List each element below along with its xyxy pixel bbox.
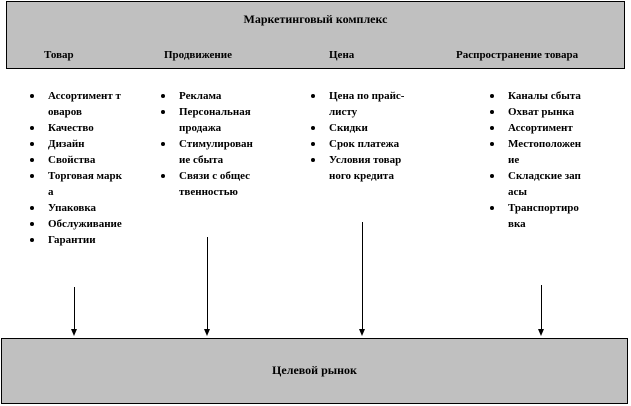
list-item: Персональная продажа: [161, 104, 253, 136]
column-header-price: Цена: [329, 49, 355, 61]
list-item: Гарантии: [30, 232, 122, 248]
list-item: Свойства: [30, 152, 122, 168]
list-item: Каналы сбыта: [490, 88, 582, 104]
list-item: Ассортимент товаров: [30, 88, 122, 120]
arrow-promotion-to-market: [204, 237, 210, 336]
list-item: Скидки: [311, 120, 407, 136]
marketing-mix-box: Маркетинговый комплекс Товар Продвижение…: [6, 1, 625, 69]
list-item: Местоположение: [490, 136, 582, 168]
list-item: Качество: [30, 120, 122, 136]
list-item: Транспортировка: [490, 200, 582, 232]
list-item: Условия товарного кредита: [311, 152, 407, 184]
list-item: Срок платежа: [311, 136, 407, 152]
list-item: Складские запасы: [490, 168, 582, 200]
list-item: Ассортимент: [490, 120, 582, 136]
marketing-mix-title: Маркетинговый комплекс: [243, 12, 388, 26]
target-market-box: Целевой рынок: [1, 338, 628, 404]
arrow-price-to-market: [359, 222, 365, 336]
arrow-product-to-market: [71, 287, 77, 336]
list-item: Связи с общественностью: [161, 168, 253, 200]
column-header-promotion: Продвижение: [164, 49, 232, 61]
list-item: Торговая марка: [30, 168, 122, 200]
list-item: Охват рынка: [490, 104, 582, 120]
list-item: Цена по прайс-листу: [311, 88, 407, 120]
list-item: Дизайн: [30, 136, 122, 152]
column-header-distribution: Распространение товара: [456, 49, 579, 61]
arrow-distribution-to-market: [538, 285, 544, 336]
list-item: Стимулирование сбыта: [161, 136, 253, 168]
list-item: Реклама: [161, 88, 253, 104]
list-item: Упаковка: [30, 200, 122, 216]
list-item: Обслуживание: [30, 216, 122, 232]
column-header-product: Товар: [44, 49, 74, 61]
target-market-title: Целевой рынок: [272, 363, 357, 377]
